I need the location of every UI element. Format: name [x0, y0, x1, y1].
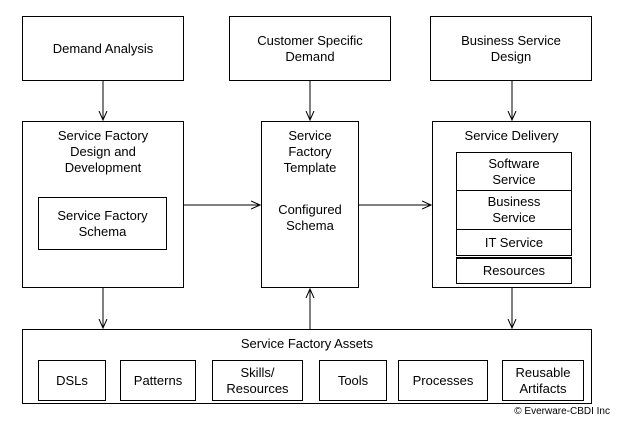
schema-label-line-2: Schema — [78, 223, 127, 239]
asset-dsls: DSLs — [38, 360, 106, 401]
asset-skills-resources: Skills/ Resources — [212, 360, 303, 401]
service-delivery-title: Service Delivery — [464, 128, 559, 143]
design-title-line-2: Design and — [70, 144, 136, 159]
service-delivery-box: Service Delivery Software Service Busine… — [432, 121, 591, 288]
asset-reusable-line-2: Artifacts — [519, 380, 567, 396]
resources-label: Resources — [482, 263, 546, 278]
asset-patterns-label: Patterns — [133, 372, 183, 388]
asset-processes: Processes — [398, 360, 488, 401]
asset-tools: Tools — [319, 360, 387, 401]
software-service-line-1: Software — [488, 155, 540, 171]
configured-schema-line-2: Schema — [286, 218, 334, 233]
service-factory-template-box: Service Factory Template Configured Sche… — [261, 121, 359, 288]
asset-skills-line-1: Skills/ — [240, 364, 275, 380]
it-service-layer: IT Service — [456, 229, 572, 256]
business-service-design-label-line-1: Business Service — [461, 32, 561, 48]
demand-analysis-box: Demand Analysis — [22, 16, 184, 81]
service-factory-design-box: Service Factory Design and Development S… — [22, 121, 184, 288]
service-factory-assets-box: Service Factory Assets DSLs Patterns Ski… — [22, 329, 592, 404]
template-title-line-1: Service — [288, 128, 332, 143]
customer-specific-demand-box: Customer Specific Demand — [229, 16, 391, 81]
resources-layer: Resources — [456, 257, 572, 284]
customer-specific-demand-label-line-2: Demand — [285, 48, 335, 64]
business-service-layer: Business Service — [456, 190, 572, 230]
template-title-line-2: Factory — [288, 144, 332, 159]
assets-title: Service Factory Assets — [240, 336, 374, 351]
software-service-layer: Software Service — [456, 152, 572, 191]
design-title-line-3: Development — [64, 160, 142, 175]
schema-label-line-1: Service Factory — [57, 207, 148, 223]
asset-processes-label: Processes — [412, 372, 474, 388]
design-title-line-1: Service Factory — [57, 128, 149, 143]
asset-reusable-artifacts: Reusable Artifacts — [502, 360, 584, 401]
demand-analysis-label: Demand Analysis — [52, 40, 154, 56]
asset-patterns: Patterns — [120, 360, 196, 401]
customer-specific-demand-label-line-1: Customer Specific — [257, 32, 363, 48]
service-factory-schema-box: Service Factory Schema — [38, 197, 167, 250]
copyright-notice: © Everware-CBDI Inc — [514, 406, 610, 417]
asset-dsls-label: DSLs — [56, 372, 88, 388]
business-service-line-2: Service — [492, 210, 536, 225]
asset-skills-line-2: Resources — [226, 380, 289, 396]
business-service-design-box: Business Service Design — [430, 16, 592, 81]
it-service-label: IT Service — [484, 234, 544, 250]
asset-reusable-line-1: Reusable — [515, 364, 571, 380]
business-service-design-label-line-2: Design — [490, 48, 532, 64]
configured-schema-line-1: Configured — [278, 202, 342, 217]
asset-tools-label: Tools — [337, 372, 369, 388]
template-title-line-3: Template — [283, 160, 337, 175]
business-service-line-1: Business — [487, 194, 541, 209]
software-service-line-2: Service — [492, 171, 536, 187]
